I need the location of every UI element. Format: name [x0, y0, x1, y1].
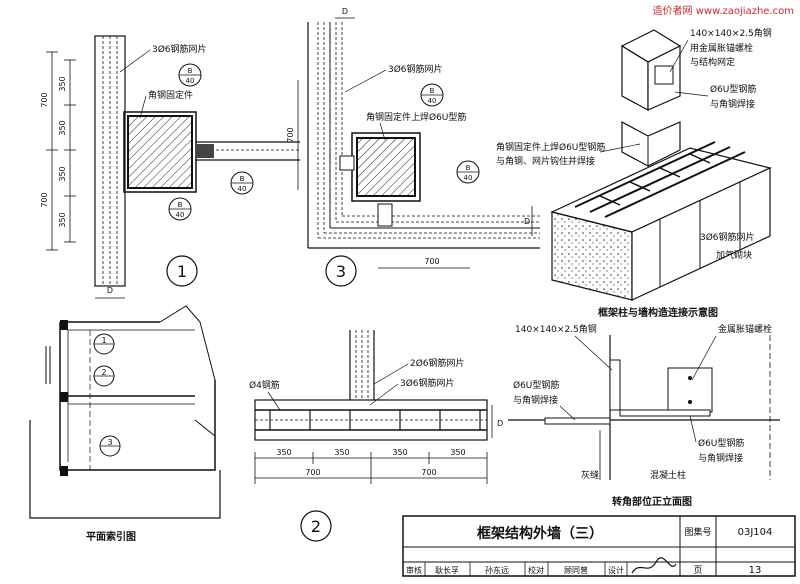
- ubar2-label-1: Ø6U型钢筋: [698, 437, 744, 449]
- fix-label-1: 角钢固定件上焊Ø6U型钢筋: [496, 141, 605, 153]
- dim-700-a: 700: [305, 468, 320, 477]
- bolt-label-1: 用金属胀锚螺栓: [690, 42, 753, 54]
- dim-700-horizontal: 700: [424, 257, 439, 266]
- svg-text:B: B: [240, 175, 245, 183]
- svg-text:B: B: [188, 67, 193, 75]
- dim-350-a: 350: [276, 448, 291, 457]
- section-ref-top: B 40: [420, 83, 444, 107]
- dim-350-c: 350: [392, 448, 407, 457]
- reviewer-name: 耿长孚: [435, 565, 459, 575]
- plan-marker-2: 2: [93, 365, 115, 387]
- detail-3: D 700 700 3Ø6钢筋网片 角钢固定件上焊Ø6U型筋 B 40 B 40…: [286, 7, 540, 287]
- joint-label: 灰缝: [581, 469, 599, 481]
- mesh2-label: 2Ø6钢筋网片: [410, 357, 465, 369]
- signature-scribble: [631, 557, 677, 574]
- dim-350-d: 350: [450, 448, 465, 457]
- concrete-column: [356, 137, 416, 197]
- check-label: 校对: [528, 565, 544, 575]
- d-label: D: [524, 217, 530, 226]
- svg-text:B: B: [178, 201, 183, 209]
- detail-number: 1: [177, 262, 187, 281]
- section-ref-right: B 40: [456, 160, 480, 184]
- dim-350-c: 350: [58, 166, 67, 181]
- svg-text:40: 40: [176, 211, 185, 219]
- block-label: 加气砌块: [716, 249, 752, 261]
- plan-marker-1: 1: [93, 333, 115, 355]
- plan-index: 1 2 3 平面索引图: [29, 305, 221, 543]
- section-ref-top: B 40: [178, 63, 202, 87]
- ubar-label-1: Ø6U型钢筋: [710, 83, 756, 95]
- detail-number: 3: [336, 262, 346, 281]
- concrete-label: 混凝土柱: [650, 469, 686, 481]
- dim-700-a: 700: [40, 92, 49, 107]
- dim-350-a: 350: [58, 76, 67, 91]
- drawing-title: 框架结构外墙（三）: [477, 525, 603, 542]
- detail-number-circle: [325, 255, 357, 287]
- dim-350-b: 350: [334, 448, 349, 457]
- dim-700-vertical: 700: [286, 127, 295, 142]
- fix-label-2: 与角钢、网片钩住并焊接: [496, 155, 595, 167]
- detail-number-circle: [166, 255, 198, 287]
- checker-name: 孙东远: [485, 565, 509, 575]
- detail-1: 350 350 350 350 700 700 D 3Ø6钢筋网片 角钢固定件 …: [40, 35, 300, 299]
- dim-350-d: 350: [58, 212, 67, 227]
- page-label: 页: [693, 565, 702, 576]
- ubar2-label-2: 与角钢焊接: [698, 452, 743, 464]
- svg-text:B: B: [466, 164, 471, 172]
- designer-name: 顾同曾: [564, 565, 588, 575]
- svg-text:40: 40: [238, 185, 247, 193]
- ubar1-label-2: 与角钢焊接: [513, 394, 558, 406]
- watermark: 造价者网 www.zaojiazhe.com: [652, 6, 794, 17]
- svg-text:2: 2: [101, 368, 106, 377]
- plan-marker-3: 3: [99, 435, 121, 457]
- angle-label: 140×140×2.5角钢: [690, 27, 772, 39]
- detail-number-circle: [300, 510, 332, 542]
- detail-number: 2: [311, 517, 321, 536]
- title-block: 框架结构外墙（三） 图集号 03J104 页 13 审核 耿长孚 校对 孙东远 …: [402, 515, 796, 577]
- section-ref-right: B 40: [230, 171, 254, 195]
- mesh-label: 3Ø6钢筋网片: [152, 43, 207, 55]
- ubar-label-2: 与角钢焊接: [710, 98, 755, 110]
- dim-700-b: 700: [421, 468, 436, 477]
- detail-2: D 350 350 350 350 700 700 2Ø6钢筋网片 3Ø6钢筋网…: [249, 330, 503, 542]
- iso-caption: 框架柱与墙构造连接示意图: [598, 306, 718, 319]
- angle-label: 140×140×2.5角钢: [515, 323, 597, 335]
- d-label: D: [497, 419, 503, 428]
- dim-700-b: 700: [40, 192, 49, 207]
- svg-text:40: 40: [464, 174, 473, 182]
- plan-caption: 平面索引图: [86, 530, 136, 543]
- svg-text:3: 3: [107, 438, 112, 447]
- atlas-number: 03J104: [738, 527, 773, 538]
- elev-caption: 转角部位正立面图: [612, 495, 692, 508]
- page-number: 13: [749, 565, 762, 576]
- svg-text:40: 40: [186, 77, 195, 85]
- anchor-label: 角钢固定件: [148, 89, 193, 101]
- dim-350-b: 350: [58, 120, 67, 135]
- bar-label: Ø4钢筋: [249, 379, 280, 391]
- svg-text:1: 1: [101, 336, 106, 345]
- ubar1-label-1: Ø6U型钢筋: [513, 379, 559, 391]
- svg-text:40: 40: [428, 97, 437, 105]
- bolt-label: 金属胀锚螺栓: [718, 323, 772, 335]
- svg-text:B: B: [430, 87, 435, 95]
- mesh3-label: 3Ø6钢筋网片: [400, 377, 455, 389]
- mesh-label: 3Ø6钢筋网片: [700, 231, 755, 243]
- section-ref-bottom: B 40: [168, 197, 192, 221]
- corner-elevation: 140×140×2.5角钢 金属胀锚螺栓 Ø6U型钢筋 与角钢焊接 Ø6U型钢筋…: [508, 323, 780, 508]
- bolt-label-2: 与结构网定: [690, 56, 735, 68]
- review-label: 审核: [406, 565, 422, 575]
- d-label: D: [107, 286, 113, 295]
- d-label-top: D: [342, 7, 348, 16]
- anchor-label: 角钢固定件上焊Ø6U型筋: [366, 111, 466, 123]
- design-label: 设计: [608, 565, 624, 575]
- concrete-column: [127, 115, 193, 189]
- atlas-label: 图集号: [684, 526, 711, 538]
- isometric-diagram: D 140×140×2.5角钢 用金属胀锚螺栓 与结构网定 Ø6U型钢筋 与角钢…: [496, 27, 772, 319]
- mesh-label: 3Ø6钢筋网片: [388, 63, 443, 75]
